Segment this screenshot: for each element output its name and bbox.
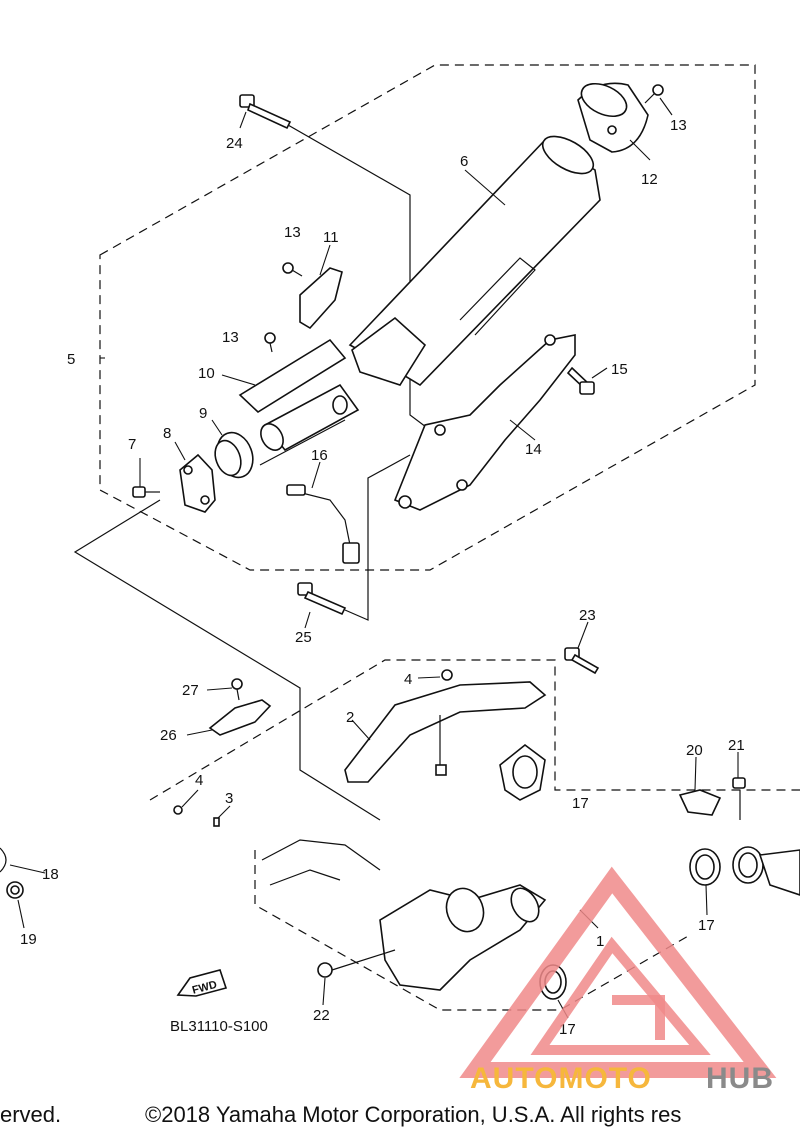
bolt-21 xyxy=(732,777,746,789)
joint-pipe xyxy=(260,383,360,452)
clip-3 xyxy=(213,817,220,827)
callout-13-low: 13 xyxy=(222,329,239,346)
screw-13-top xyxy=(644,84,664,104)
callouts: 6 12 13 24 13 11 13 5 10 15 9 8 7 14 16 … xyxy=(42,117,745,1038)
bolt-24 xyxy=(239,94,292,130)
copyright-footer: erved. ©2018 Yamaha Motor Corporation, U… xyxy=(0,1102,800,1134)
callout-5: 5 xyxy=(67,351,75,368)
protector-26 xyxy=(208,699,272,736)
screw-27 xyxy=(231,678,243,701)
callout-16: 16 xyxy=(311,447,328,464)
callout-13-mid: 13 xyxy=(284,224,301,241)
callout-18: 18 xyxy=(42,866,59,883)
callout-6: 6 xyxy=(460,153,468,170)
muffler-assembly-outline xyxy=(99,64,756,571)
callout-8: 8 xyxy=(163,425,171,442)
copyright-left-fragment: erved. xyxy=(0,1102,62,1127)
guide-line-5-left xyxy=(73,499,381,821)
forward-arrow: FWD xyxy=(176,969,228,997)
protector-2 xyxy=(344,681,547,783)
callout-1: 1 xyxy=(596,933,604,950)
watermark-triangle-outer xyxy=(459,866,777,1078)
callout-17-bottom: 17 xyxy=(559,1021,576,1038)
nut-4-bottom xyxy=(173,805,183,815)
guide-line-16 xyxy=(259,419,346,466)
callout-22: 22 xyxy=(313,1007,330,1024)
callout-17-right: 17 xyxy=(572,795,589,812)
guide-line-25 xyxy=(344,454,411,621)
callout-7: 7 xyxy=(128,436,136,453)
muffler-bracket xyxy=(393,334,576,511)
guide-line-24 xyxy=(287,124,431,431)
watermark-brand-a: AUTOMOTO xyxy=(470,1062,652,1095)
joint-pipe-right xyxy=(732,846,800,896)
clamp-8 xyxy=(179,453,216,513)
callout-23: 23 xyxy=(579,607,596,624)
screw-13-mid xyxy=(282,262,303,277)
nut-22 xyxy=(317,949,396,978)
washer-19 xyxy=(6,881,24,899)
gasket-17-left xyxy=(689,848,721,886)
protector-11 xyxy=(299,267,343,330)
exhaust-pipe-1 xyxy=(261,743,547,991)
leader-lines xyxy=(9,97,739,1019)
exhaust-pipe-lower-outline xyxy=(254,850,691,1011)
callout-14: 14 xyxy=(525,441,542,458)
callout-27: 27 xyxy=(182,682,199,699)
muffler xyxy=(348,135,601,387)
exhaust-pipe-assembly-outline xyxy=(149,659,800,801)
callout-10: 10 xyxy=(198,365,215,382)
protector-20 xyxy=(678,789,722,816)
watermark-g-bar xyxy=(612,995,665,1040)
callout-11: 11 xyxy=(323,229,339,246)
callout-24: 24 xyxy=(226,135,243,152)
bolt-7 xyxy=(132,486,160,498)
callout-17-mid: 17 xyxy=(698,917,715,934)
screw-13-low xyxy=(264,332,276,353)
watermark-logo: AUTOMOTO HUB xyxy=(459,866,777,1095)
bolt-25 xyxy=(297,582,347,616)
callout-2: 2 xyxy=(346,709,354,726)
copyright-text: ©2018 Yamaha Motor Corporation, U.S.A. A… xyxy=(145,1102,682,1127)
bolt-15 xyxy=(566,366,595,395)
callout-9: 9 xyxy=(199,405,207,422)
callout-26: 26 xyxy=(160,727,177,744)
drawing-code: BL31110-S100 xyxy=(170,1018,268,1035)
callout-19-text: 19 xyxy=(20,931,37,948)
callout-25: 25 xyxy=(295,629,312,646)
clamp-18 xyxy=(0,847,7,873)
watermark-brand-b: HUB xyxy=(706,1062,774,1095)
protector-10 xyxy=(238,338,347,414)
callout-4-top: 4 xyxy=(404,671,412,688)
callout-4-bottom: 4 xyxy=(195,772,203,789)
sensor-16 xyxy=(286,484,360,564)
callout-20: 20 xyxy=(686,742,703,759)
callout-3: 3 xyxy=(225,790,233,807)
callout-21: 21 xyxy=(728,737,745,754)
callout-12: 12 xyxy=(641,171,658,188)
gasket-9 xyxy=(214,431,254,479)
callout-15: 15 xyxy=(611,361,628,378)
bolt-23 xyxy=(564,647,600,675)
callout-13-top: 13 xyxy=(670,117,687,134)
muffler-end-cap xyxy=(577,82,649,153)
